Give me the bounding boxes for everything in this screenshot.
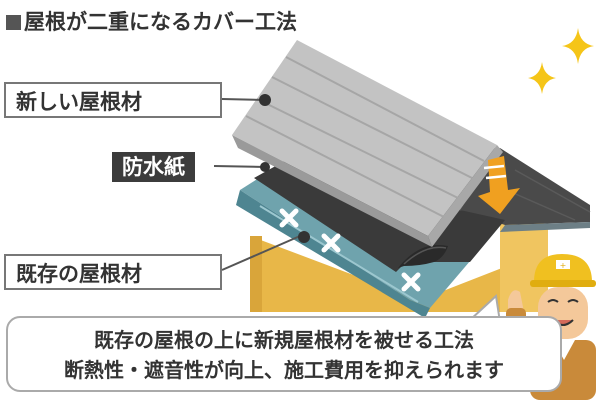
caption-box: 既存の屋根の上に新規屋根材を被せる工法 断熱性・遮音性が向上、施工費用を抑えられ…: [6, 316, 562, 392]
title-bullet-icon: [6, 15, 21, 30]
down-arrow-icon: [478, 156, 520, 214]
cross-mark-icon: [401, 272, 421, 292]
cross-mark-icon: [279, 208, 299, 228]
existing-roof-label-text: 既存の屋根材: [16, 262, 142, 286]
svg-text:+: +: [560, 261, 567, 270]
title-text: 屋根が二重になるカバー工法: [24, 10, 297, 34]
sparkle-icon: [562, 28, 594, 64]
caption-line-2: 断熱性・遮音性が向上、施工費用を抑えられます: [64, 358, 504, 382]
existing-roof-label: 既存の屋根材: [4, 254, 222, 290]
diagram-title: 屋根が二重になるカバー工法: [6, 6, 297, 36]
new-roof-layer: [232, 40, 503, 247]
caption-line-1: 既存の屋根の上に新規屋根材を被せる工法: [94, 328, 474, 352]
waterproof-label-text: 防水紙: [122, 155, 185, 179]
new-roof-label-text: 新しい屋根材: [16, 90, 142, 114]
cross-mark-icon: [321, 233, 341, 253]
leader-lines: [213, 94, 310, 271]
new-roof-label: 新しい屋根材: [4, 82, 222, 118]
sparkle-icon: [528, 62, 556, 94]
waterproof-label: 防水紙: [112, 152, 195, 182]
